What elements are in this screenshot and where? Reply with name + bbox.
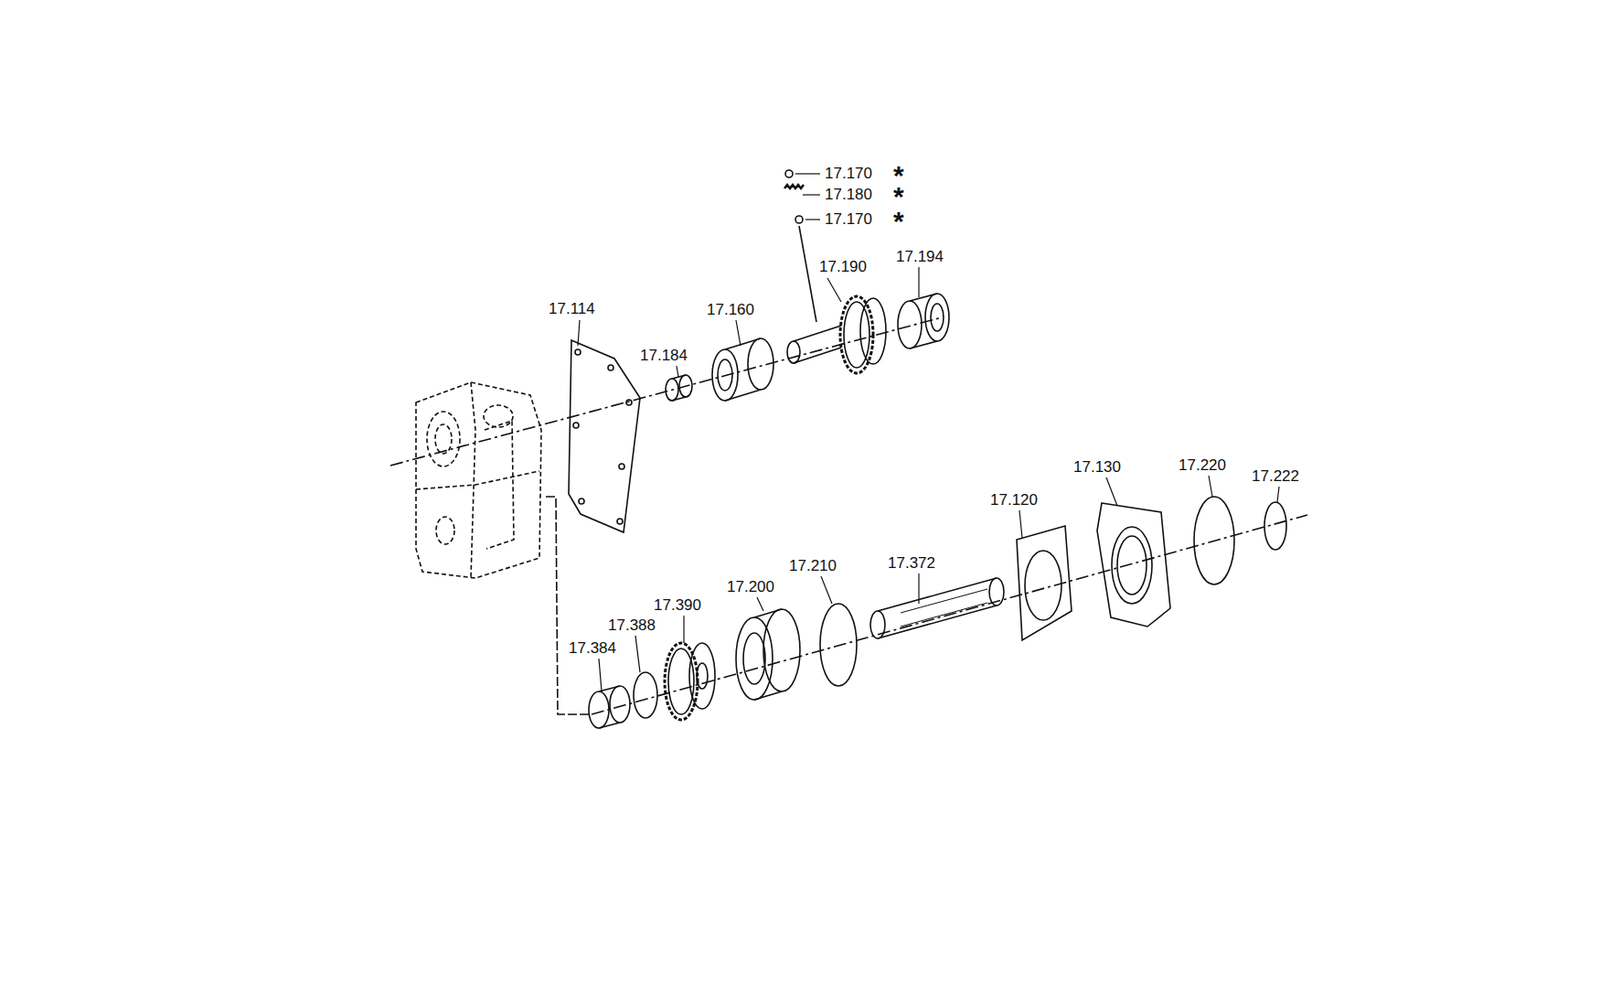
callout-number: 17.388 (608, 617, 656, 633)
callout-number: 17.222 (1251, 468, 1300, 484)
callout-number: 17.120 (990, 491, 1038, 508)
callout-number: 17.194 (896, 248, 944, 265)
callout-number: 17.390 (653, 597, 702, 613)
callout-number: 17.190 (819, 258, 867, 275)
callout-number: 17.220 (1178, 457, 1227, 473)
callout-number: 17.184 (640, 347, 688, 363)
callout-number: 17.384 (568, 640, 617, 656)
callout-number: 17.372 (887, 554, 936, 571)
asterisk-mark: * (893, 164, 905, 187)
callout-number: 17.200 (726, 578, 775, 595)
asterisk-mark: * (893, 185, 905, 208)
callout-number: 17.210 (789, 557, 837, 574)
callout-number: 17.180 (824, 186, 873, 203)
callout-number: 17.170 (824, 211, 873, 227)
callout-number: 17.170 (824, 165, 873, 182)
callout-number: 17.160 (706, 301, 755, 318)
callout-number: 17.130 (1073, 458, 1121, 475)
asterisk-mark: * (893, 210, 905, 233)
callout-number: 17.114 (548, 300, 596, 317)
